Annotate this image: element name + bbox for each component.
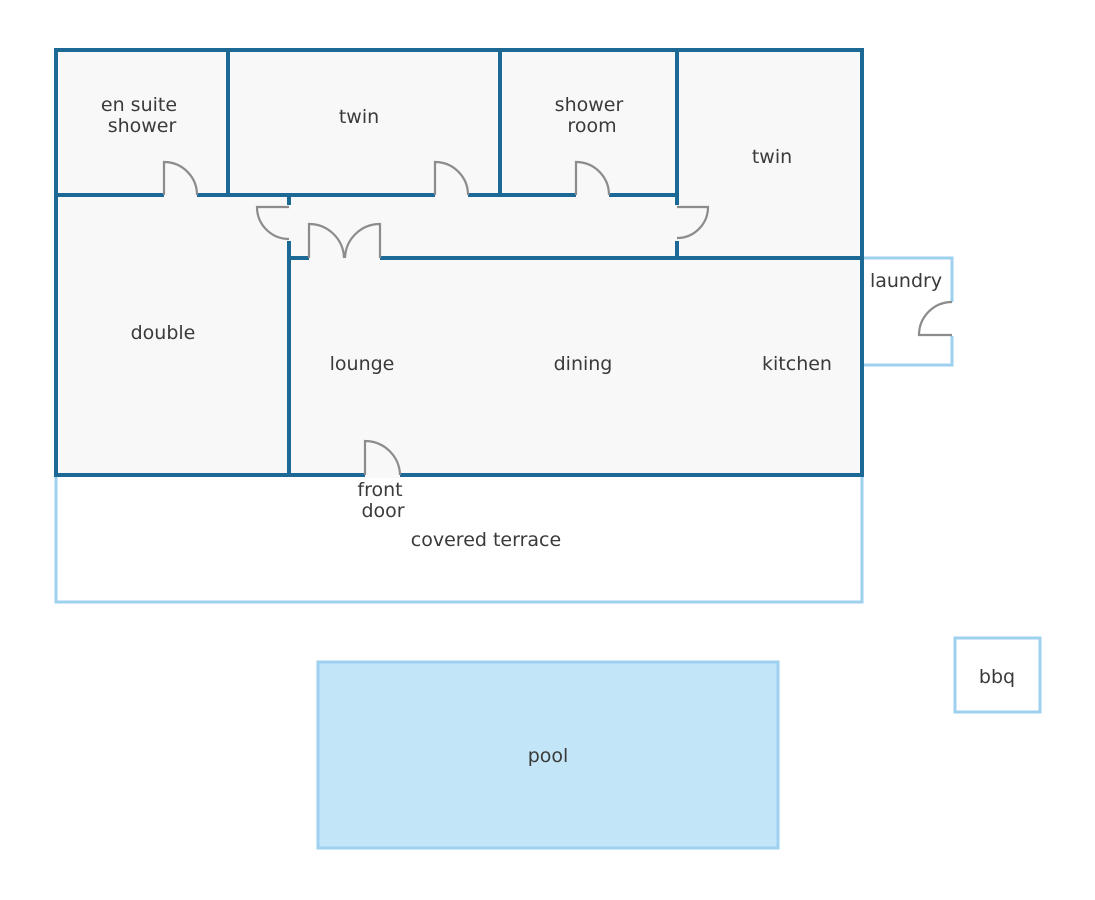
double-label: double bbox=[131, 322, 196, 344]
twin-2-label: twin bbox=[752, 146, 792, 168]
bbq-label: bbq bbox=[979, 666, 1015, 688]
twin-1-label: twin bbox=[339, 106, 379, 128]
twin-door[interactable] bbox=[433, 160, 470, 196]
laundry-label: laundry bbox=[870, 270, 942, 292]
shower-room-label: shower room bbox=[555, 94, 630, 137]
twin-2-door[interactable] bbox=[676, 205, 710, 240]
double-door[interactable] bbox=[255, 205, 290, 241]
house-walls bbox=[54, 48, 864, 477]
house-floor-fill bbox=[56, 50, 862, 475]
front-door-label: front door bbox=[357, 479, 408, 522]
en-suite-label: en suite shower bbox=[101, 94, 183, 137]
dining-label: dining bbox=[554, 353, 613, 375]
shower-room-door[interactable] bbox=[574, 160, 611, 196]
pool-label: pool bbox=[528, 745, 569, 767]
laundry-door[interactable] bbox=[917, 300, 953, 337]
pool bbox=[316, 660, 780, 850]
lounge-double-doors[interactable] bbox=[307, 222, 382, 259]
en-suite-door[interactable] bbox=[162, 160, 199, 196]
kitchen-label: kitchen bbox=[762, 353, 832, 375]
door-openings bbox=[164, 192, 955, 478]
bbq-outline bbox=[953, 636, 1042, 714]
front-door[interactable] bbox=[363, 439, 402, 476]
covered-terrace-label: covered terrace bbox=[411, 529, 561, 551]
lounge-label: lounge bbox=[330, 353, 395, 375]
